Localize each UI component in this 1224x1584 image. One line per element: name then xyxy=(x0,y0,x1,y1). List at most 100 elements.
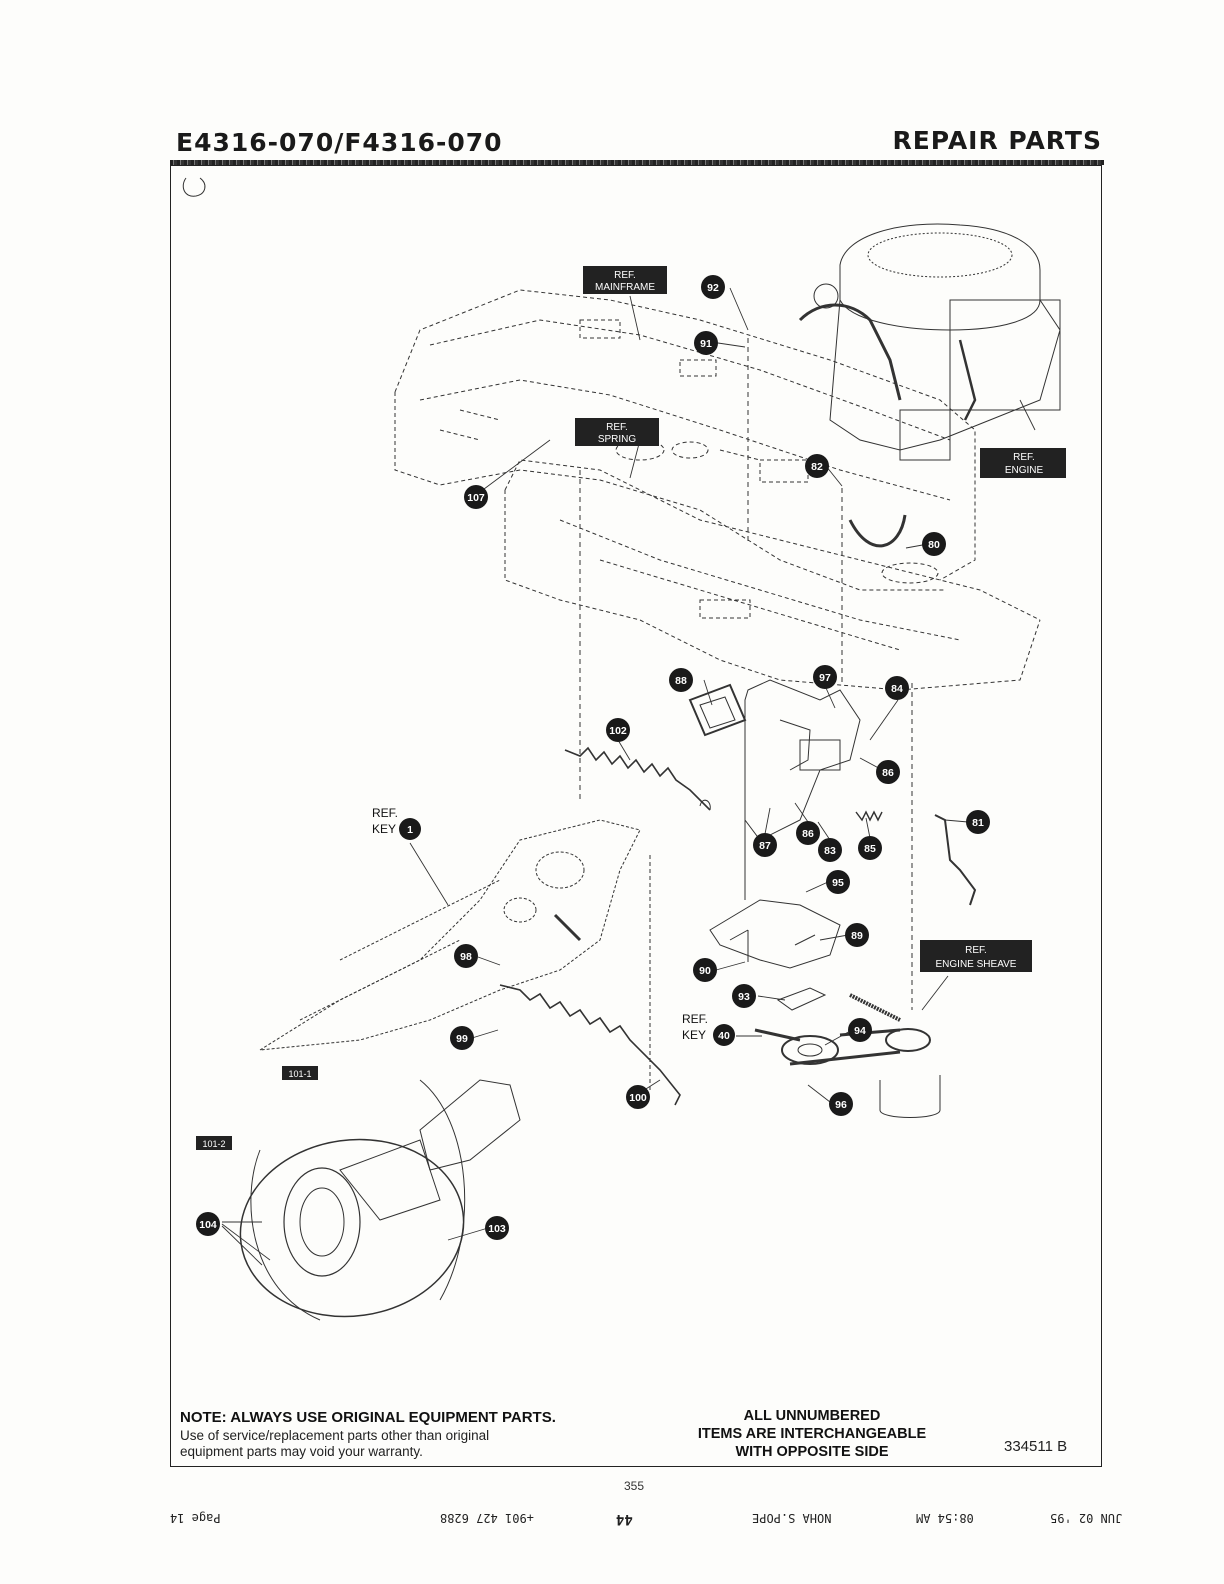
svg-text:KEY: KEY xyxy=(372,822,396,836)
fax-date: JUN 02 '95 xyxy=(1050,1511,1123,1525)
svg-text:92: 92 xyxy=(707,282,719,294)
ref-mainframe: REF. MAINFRAME xyxy=(583,266,667,294)
callout-80: 80 xyxy=(922,532,946,556)
callout-81: 81 xyxy=(966,810,990,834)
ref-engine-sheave: REF. ENGINE SHEAVE xyxy=(920,940,1032,972)
callout-98: 98 xyxy=(454,944,478,968)
svg-text:SPRING: SPRING xyxy=(598,434,637,445)
svg-text:80: 80 xyxy=(928,539,940,551)
fax-id: NOHA S.POPE xyxy=(752,1511,832,1525)
callout-96: 96 xyxy=(829,1092,853,1116)
engine xyxy=(798,223,1061,548)
svg-text:94: 94 xyxy=(854,1025,866,1037)
callout-104: 104 xyxy=(196,1212,220,1236)
svg-text:87: 87 xyxy=(759,840,771,852)
svg-text:99: 99 xyxy=(456,1033,468,1045)
svg-text:90: 90 xyxy=(699,965,711,977)
punch-mark xyxy=(182,177,206,197)
callout-88: 88 xyxy=(669,668,693,692)
model-number: E4316-070/F4316-070 xyxy=(176,128,503,157)
callout-83: 83 xyxy=(818,838,842,862)
callout-82: 82 xyxy=(805,454,829,478)
fax-page: Page 14 xyxy=(170,1511,221,1525)
callout-99: 99 xyxy=(450,1026,474,1050)
svg-text:REF.: REF. xyxy=(614,270,636,281)
svg-text:96: 96 xyxy=(835,1099,847,1111)
transaxle xyxy=(259,819,641,1051)
rod-81 xyxy=(934,814,977,906)
ref-key-40: REF. KEY 40 xyxy=(682,1012,735,1046)
document-number: 334511 B xyxy=(1004,1438,1068,1455)
svg-text:102: 102 xyxy=(609,725,627,737)
svg-text:97: 97 xyxy=(819,672,831,684)
mainframe-outline xyxy=(394,289,1041,691)
fax-phone: +901 427 6288 xyxy=(440,1511,534,1525)
ref-spring: REF. SPRING xyxy=(575,418,659,446)
interchangeable-note-3: WITH OPPOSITE SIDE xyxy=(735,1444,889,1460)
callout-102: 102 xyxy=(606,718,630,742)
spring-102 xyxy=(564,746,711,811)
svg-text:REF.: REF. xyxy=(1013,452,1035,463)
svg-text:104: 104 xyxy=(199,1219,217,1231)
callout-93: 93 xyxy=(732,984,756,1008)
spring-100 xyxy=(499,984,681,1106)
callout-107: 107 xyxy=(464,485,488,509)
note-line-1: Use of service/replacement parts other t… xyxy=(180,1428,490,1443)
ref-engine: REF. ENGINE xyxy=(980,448,1066,478)
tag-101-1: 101-1 xyxy=(282,1066,318,1080)
svg-text:1: 1 xyxy=(407,824,413,836)
callout-84: 84 xyxy=(885,676,909,700)
callout-86b: 86 xyxy=(796,821,820,845)
callout-100: 100 xyxy=(626,1085,650,1109)
pedal-bracket xyxy=(744,679,861,900)
interchangeable-note-2: ITEMS ARE INTERCHANGEABLE xyxy=(697,1426,927,1442)
svg-text:91: 91 xyxy=(700,338,712,350)
callout-95: 95 xyxy=(826,870,850,894)
svg-text:88: 88 xyxy=(675,675,687,687)
callout-94: 94 xyxy=(848,1018,872,1042)
callout-87: 87 xyxy=(753,833,777,857)
wheel-tire xyxy=(239,1079,466,1321)
svg-text:103: 103 xyxy=(488,1223,506,1235)
callout-90: 90 xyxy=(693,958,717,982)
svg-text:REF.: REF. xyxy=(965,945,987,956)
section-title: REPAIR PARTS xyxy=(892,126,1102,155)
svg-text:KEY: KEY xyxy=(682,1028,706,1042)
svg-text:84: 84 xyxy=(891,683,903,695)
svg-text:101-1: 101-1 xyxy=(288,1069,311,1079)
svg-text:98: 98 xyxy=(460,951,472,963)
callout-97: 97 xyxy=(813,665,837,689)
svg-text:40: 40 xyxy=(718,1030,730,1042)
svg-text:82: 82 xyxy=(811,461,823,473)
svg-text:81: 81 xyxy=(972,817,984,829)
svg-text:101-2: 101-2 xyxy=(202,1139,225,1149)
svg-text:83: 83 xyxy=(824,845,836,857)
svg-text:89: 89 xyxy=(851,930,863,942)
fax-time: 08:54 AM xyxy=(916,1511,974,1525)
svg-text:86: 86 xyxy=(802,828,814,840)
ref-key-1: REF. KEY 1 xyxy=(372,806,421,840)
callout-92: 92 xyxy=(701,275,725,299)
note-heading: NOTE: ALWAYS USE ORIGINAL EQUIPMENT PART… xyxy=(180,1409,556,1426)
svg-text:REF.: REF. xyxy=(682,1012,708,1026)
svg-text:ENGINE SHEAVE: ENGINE SHEAVE xyxy=(936,959,1017,970)
plate-89 xyxy=(709,899,841,969)
interchangeable-note-1: ALL UNNUMBERED xyxy=(743,1408,881,1424)
svg-text:85: 85 xyxy=(864,843,876,855)
footer-mark: 355 xyxy=(624,1479,645,1493)
note-line-2: equipment parts may void your warranty. xyxy=(180,1444,423,1459)
callouts: 92 91 107 82 80 88 97 84 102 86 87 86 83… xyxy=(196,275,990,1240)
svg-text:100: 100 xyxy=(629,1092,647,1104)
svg-text:MAINFRAME: MAINFRAME xyxy=(595,282,655,293)
svg-text:95: 95 xyxy=(832,877,844,889)
alignment-lines xyxy=(579,338,913,1010)
callout-91: 91 xyxy=(694,331,718,355)
fax-code: 44 xyxy=(616,1511,633,1527)
svg-text:REF.: REF. xyxy=(606,422,628,433)
callout-103: 103 xyxy=(485,1216,509,1240)
svg-text:93: 93 xyxy=(738,991,750,1003)
svg-text:REF.: REF. xyxy=(372,806,398,820)
callout-89: 89 xyxy=(845,923,869,947)
leader-lines xyxy=(221,287,1036,1266)
callout-86a: 86 xyxy=(876,760,900,784)
